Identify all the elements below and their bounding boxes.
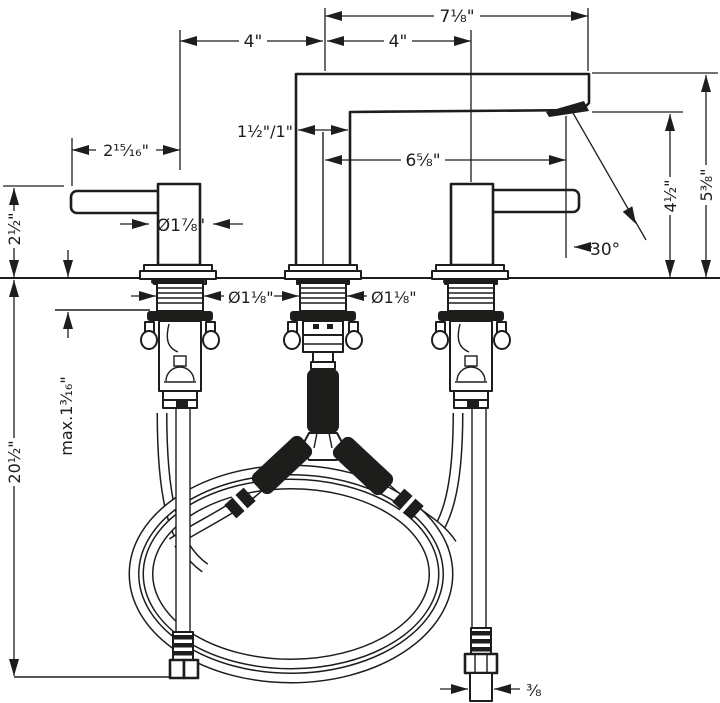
hose-crimp-right — [392, 488, 424, 520]
dimension-annotations: 7⅛" 4" 4" 2¹⁵⁄₁₆" 1½"/1" 6⅝" 30° 4½" 5⅜" — [3, 5, 718, 700]
dim-handle-base-diameter: Ø1⅞" — [157, 216, 206, 236]
dim-lever-projection: 2¹⁵⁄₁₆" — [103, 141, 149, 160]
right-supply-fitting — [463, 627, 499, 702]
dim-total-reach: 7⅛" — [439, 7, 474, 27]
left-handle — [69, 182, 217, 284]
left-valve-unit — [140, 277, 220, 409]
dim-handle-height: 2½" — [5, 212, 24, 245]
aerator-tip — [546, 101, 589, 117]
dim-shank-diameter-center: Ø1⅛" — [371, 288, 417, 307]
hose-crimp-left — [224, 487, 256, 519]
left-supply-fitting — [168, 631, 200, 680]
supply-tubes — [175, 408, 487, 634]
dim-spout-height: 5⅜" — [697, 168, 716, 201]
dim-max-counter-thickness: max.1³⁄₁₆" — [57, 376, 76, 455]
dim-spout-body-width: 1½"/1" — [237, 122, 293, 141]
angle-arrowhead — [622, 206, 636, 224]
dim-outlet-reach: 6⅝" — [405, 151, 440, 171]
dim-shank-diameter-left: Ø1⅛" — [228, 288, 274, 307]
right-handle — [431, 182, 581, 284]
spout — [284, 72, 591, 284]
dim-spacing-left: 4" — [244, 32, 263, 52]
dim-outlet-height: 4½" — [661, 179, 680, 212]
right-valve-unit — [431, 277, 511, 409]
dim-hose-length: 20½" — [5, 440, 24, 483]
left-lever — [69, 189, 165, 215]
dim-spacing-right: 4" — [389, 32, 408, 52]
y-connector-assembly — [224, 349, 424, 520]
dim-outlet-angle: 30° — [590, 240, 620, 260]
dim-supply-connection: ³⁄₈ — [526, 681, 542, 700]
center-shank-unit — [283, 277, 363, 353]
